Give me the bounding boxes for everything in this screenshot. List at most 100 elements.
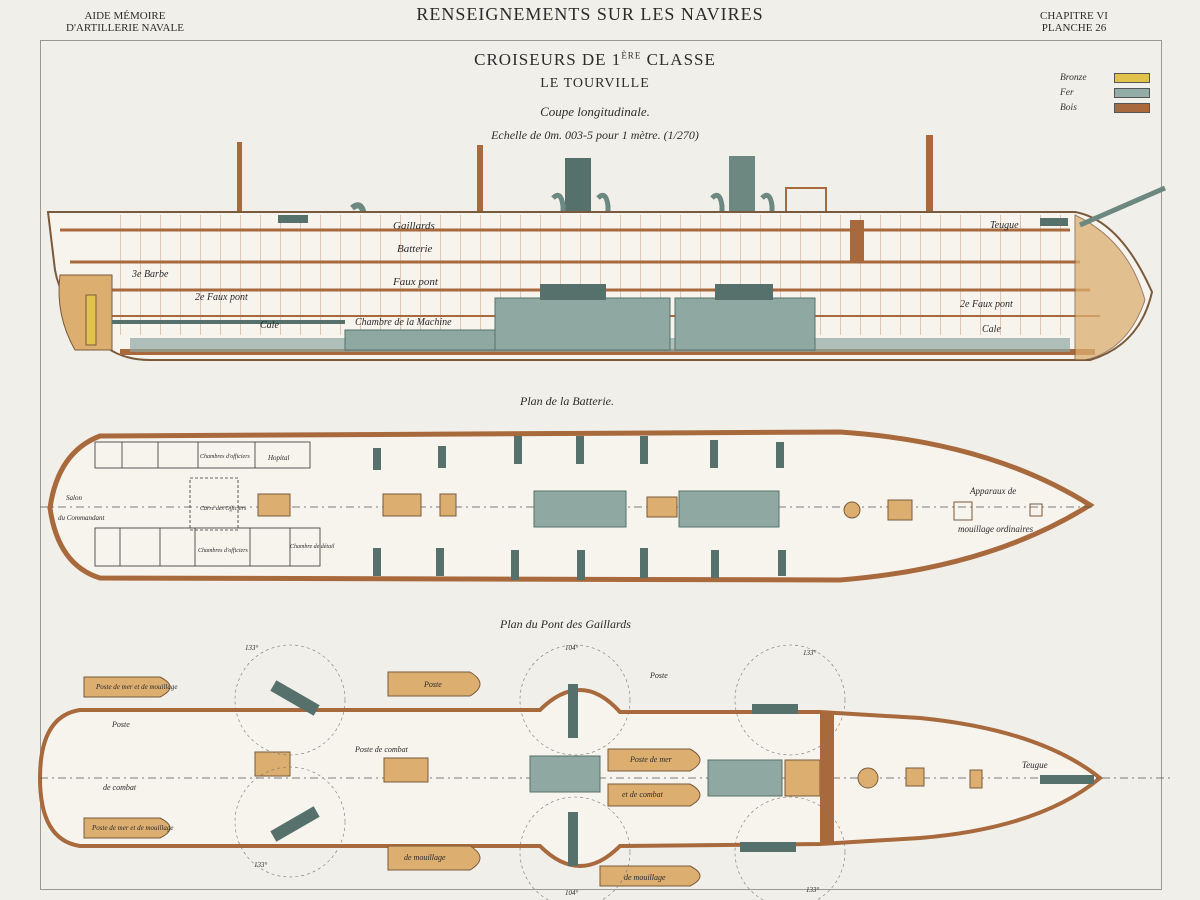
battery-label-chambre-detail: Chambre de détail bbox=[290, 544, 335, 550]
upper-gun-fwd-port bbox=[740, 842, 796, 852]
ventilator-3 bbox=[596, 192, 611, 286]
battery-label-du-commandant: du Commandant bbox=[58, 514, 106, 522]
boat-mid-starboard bbox=[387, 671, 481, 697]
class-title: CROISEURS DE 1ÈRE CLASSE bbox=[474, 50, 716, 69]
bowsprit bbox=[1079, 185, 1166, 228]
upper-label-poste-mer-aft2: Poste de mer et de mouillage bbox=[91, 824, 173, 832]
battery-capstan bbox=[843, 501, 861, 519]
upper-bridge bbox=[820, 712, 834, 844]
ventilator-2 bbox=[551, 192, 566, 286]
battery-label-chambres-officiers-top: Chambres d'officiers bbox=[200, 453, 251, 460]
upper-gun-mid-port bbox=[568, 812, 578, 866]
upper-hatch-3 bbox=[784, 759, 821, 797]
angle-133-bottom-left: 133° bbox=[254, 861, 268, 869]
upper-skylight-fwd bbox=[707, 759, 783, 797]
angle-133-bottom-right: 133° bbox=[806, 886, 820, 894]
legend-row-wood: Bois bbox=[1060, 100, 1150, 115]
battery-label-salon: Salon bbox=[66, 494, 82, 502]
boat-mid-port bbox=[387, 845, 481, 871]
upper-hatch-2 bbox=[254, 751, 291, 777]
label-gaillards: Gaillards bbox=[393, 220, 435, 232]
material-legend: Bronze Fer Bois bbox=[1060, 70, 1150, 115]
label-barbe: 3e Barbe bbox=[131, 269, 169, 280]
propeller-icon bbox=[85, 294, 97, 346]
iron-swatch bbox=[1114, 87, 1150, 98]
wood-swatch bbox=[1114, 102, 1150, 113]
label-teugue-section: Teugue bbox=[990, 220, 1019, 231]
aft-deck-gun bbox=[278, 215, 308, 223]
upper-label-poste-mer-aft: Poste de mer et de mouillage bbox=[95, 683, 177, 691]
battery-label-mouillage: mouillage ordinaires bbox=[958, 524, 1034, 534]
upper-label-teugue: Teugue bbox=[1022, 760, 1048, 770]
legend-row-bronze: Bronze bbox=[1060, 70, 1150, 85]
angle-133-top-right: 133° bbox=[803, 649, 817, 657]
label-machine-room: Chambre de la Machine bbox=[355, 317, 452, 328]
header-plate-number: PLANCHE 26 bbox=[1041, 21, 1107, 34]
ship-name: LE TOURVILLE bbox=[540, 76, 650, 91]
bow-structure bbox=[1074, 214, 1146, 361]
upper-skylight-aft bbox=[529, 755, 601, 793]
header-right: CHAPITRE VI PLANCHE 26 bbox=[1040, 10, 1108, 34]
battery-plan: Salon du Commandant Carré des Officiers … bbox=[40, 429, 1095, 583]
battery-label-hopital: Hopital bbox=[267, 454, 289, 462]
firing-arcs bbox=[234, 644, 846, 900]
label-batterie: Batterie bbox=[397, 243, 433, 255]
capstan bbox=[850, 220, 864, 262]
header-chapter: CHAPITRE VI bbox=[1040, 10, 1108, 22]
upper-capstan bbox=[857, 767, 879, 789]
label-faux-pont: Faux pont bbox=[392, 276, 439, 288]
label-cale-aft: Cale bbox=[260, 320, 279, 331]
battery-boiler-hatch-fwd bbox=[678, 490, 780, 528]
battery-cabins bbox=[94, 441, 321, 567]
upper-hatch-5 bbox=[969, 769, 983, 789]
battery-plan-title: Plan de la Batterie. bbox=[519, 394, 614, 408]
machinery-block bbox=[344, 284, 816, 351]
upper-label-poste-combat: Poste de combat bbox=[354, 745, 409, 754]
battery-guns-port bbox=[373, 548, 786, 580]
battery-label-chambres-officiers-bot: Chambres d'officiers bbox=[198, 547, 249, 554]
battery-guns-starboard bbox=[373, 436, 784, 470]
angle-104-bottom: 104° bbox=[565, 889, 579, 897]
upper-label-poste-mer-mid: Poste de mer bbox=[629, 755, 673, 764]
boat-fwd-port bbox=[599, 865, 701, 887]
upper-label-poste-small: Poste bbox=[111, 720, 130, 729]
upper-label-mouillage-bot2: de mouillage bbox=[624, 873, 666, 882]
view-caption: Coupe longitudinale. bbox=[540, 104, 650, 119]
upper-chase-gun bbox=[1040, 775, 1094, 784]
battery-hatch-2 bbox=[439, 493, 457, 517]
boat-aft-starboard bbox=[83, 676, 171, 698]
header-left: AIDE MÉMOIRE D'ARTILLERIE NAVALE bbox=[66, 10, 184, 34]
label-cale-fwd: Cale bbox=[982, 324, 1001, 335]
upper-gun-mid-starboard bbox=[568, 684, 578, 738]
header-left-line1: AIDE MÉMOIRE bbox=[84, 10, 166, 22]
label-faux-pont-2-aft: 2e Faux pont bbox=[195, 292, 248, 303]
upper-gun-aft-starboard bbox=[270, 680, 320, 716]
upper-label-de-combat-aft: de combat bbox=[103, 783, 137, 792]
scale-caption: Echelle de 0m. 003-5 pour 1 mètre. (1/27… bbox=[491, 128, 699, 142]
upper-label-mouillage-bot: de mouillage bbox=[404, 853, 446, 862]
upper-plan-title: Plan du Pont des Gaillards bbox=[499, 617, 631, 631]
boat-center-2 bbox=[607, 783, 701, 807]
ventilator-4 bbox=[710, 192, 725, 286]
upper-label-poste-top: Poste bbox=[423, 680, 442, 689]
battery-hatch-4 bbox=[646, 496, 678, 518]
plate-frame bbox=[40, 40, 1162, 890]
bronze-swatch bbox=[1114, 72, 1150, 83]
boat-aft-port bbox=[83, 817, 171, 839]
battery-boiler-hatch-aft bbox=[533, 490, 627, 528]
header-left-line2: D'ARTILLERIE NAVALE bbox=[66, 21, 184, 34]
upper-hatch-1 bbox=[383, 757, 429, 783]
angle-104-top: 104° bbox=[565, 644, 579, 652]
upper-label-poste-top2: Poste bbox=[649, 671, 668, 680]
battery-label-apparaux: Apparaux de bbox=[969, 486, 1016, 496]
label-faux-pont-2-fwd: 2e Faux pont bbox=[960, 299, 1013, 310]
longitudinal-section: Gaillards Batterie Faux pont 3e Barbe 2e… bbox=[46, 135, 1166, 361]
battery-hatch-6 bbox=[953, 501, 973, 521]
battery-label-carre-officiers: Carré des Officiers bbox=[200, 505, 247, 512]
upper-deck-plan: Poste de mer et de mouillage Poste Poste… bbox=[37, 644, 1170, 900]
legend-row-iron: Fer bbox=[1060, 85, 1150, 100]
ventilator-5 bbox=[760, 192, 775, 286]
header-title: RENSEIGNEMENTS SUR LES NAVIRES bbox=[416, 4, 764, 24]
